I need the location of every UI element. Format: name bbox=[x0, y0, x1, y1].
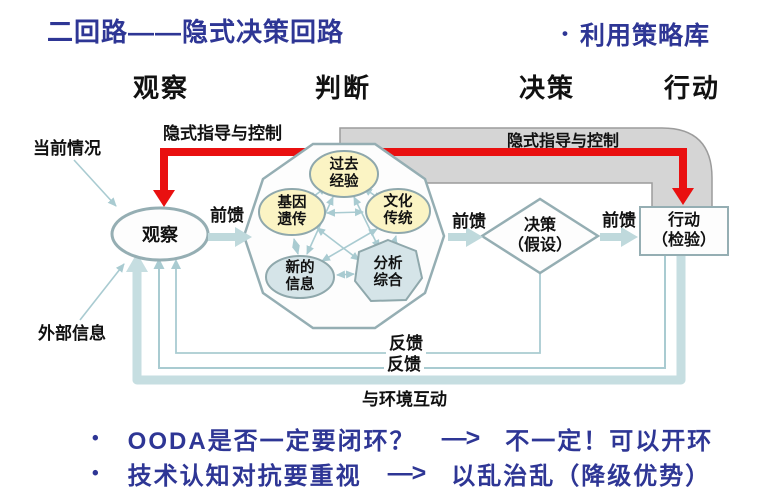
page-title: 二回路——隐式决策回路 bbox=[47, 17, 345, 47]
node-past-experience bbox=[309, 150, 379, 198]
feedforward-label-1: 前馈 bbox=[210, 206, 244, 225]
environment-label: 与环境互动 bbox=[362, 390, 447, 409]
observe-label: 观察 bbox=[142, 225, 178, 245]
feedforward-label-2: 前馈 bbox=[452, 212, 486, 231]
implicit-control-arrow bbox=[153, 148, 694, 207]
implicit-control-label-right: 隐式指导与控制 bbox=[507, 133, 620, 150]
feedforward-label-3: 前馈 bbox=[602, 211, 636, 230]
bullet-2-right: 以乱治乱（降级优势） bbox=[451, 463, 712, 490]
decide-label: 决策（假设） bbox=[507, 217, 572, 254]
strategy-note-text: 利用策略库 bbox=[579, 22, 710, 50]
new-information-label: 新的信息 bbox=[285, 260, 315, 294]
strategy-note: • 利用策略库 bbox=[562, 16, 710, 52]
bullet-row-1: • OODA是否一定要闭环？ —> 不一定！可以开环 bbox=[92, 421, 713, 456]
current-situation-line bbox=[73, 159, 117, 207]
analysis-synthesis-label: 分析综合 bbox=[373, 256, 403, 290]
node-genetic-heritage bbox=[258, 188, 326, 236]
bullet-1-left: OODA是否一定要闭环？ bbox=[127, 428, 416, 455]
column-header-act: 行动 bbox=[664, 73, 721, 103]
environment-interaction-band bbox=[126, 253, 686, 385]
feedback-loop-decide bbox=[171, 259, 541, 354]
column-header-orient: 判断 bbox=[315, 73, 372, 103]
act-label: 行动（检验） bbox=[651, 212, 716, 249]
bullet-icon: • bbox=[92, 462, 99, 484]
node-analysis-synthesis bbox=[353, 238, 424, 303]
bullet-2-left: 技术认知对抗要重视 bbox=[127, 463, 362, 490]
genetic-heritage-label: 基因遗传 bbox=[277, 195, 307, 229]
implicit-control-label-left: 隐式指导与控制 bbox=[163, 124, 282, 143]
column-header-decide: 决策 bbox=[519, 73, 576, 103]
past-experience-label: 过去经验 bbox=[329, 157, 359, 191]
act-rectangle bbox=[639, 206, 729, 256]
bullet-row-2: • 技术认知对抗要重视 —> 以乱治乱（降级优势） bbox=[92, 456, 711, 491]
feedback-label-2: 反馈 bbox=[384, 355, 424, 375]
feedback-label-1: 反馈 bbox=[386, 334, 426, 354]
node-cultural-tradition bbox=[365, 188, 431, 234]
external-info-label: 外部信息 bbox=[38, 324, 106, 343]
arrow-right-icon: —> bbox=[441, 424, 481, 452]
node-new-information bbox=[265, 255, 335, 299]
external-info-line bbox=[79, 263, 125, 321]
bullet-icon: • bbox=[562, 24, 568, 43]
decide-diamond bbox=[479, 197, 601, 275]
current-situation-label: 当前情况 bbox=[33, 139, 101, 158]
column-header-observe: 观察 bbox=[133, 73, 190, 103]
bullet-icon: • bbox=[92, 427, 99, 449]
feedforward-arrows bbox=[208, 227, 638, 247]
bullet-1-right: 不一定！可以开环 bbox=[505, 428, 714, 455]
cultural-tradition-label: 文化传统 bbox=[383, 194, 413, 228]
arrow-right-icon: —> bbox=[387, 459, 427, 487]
